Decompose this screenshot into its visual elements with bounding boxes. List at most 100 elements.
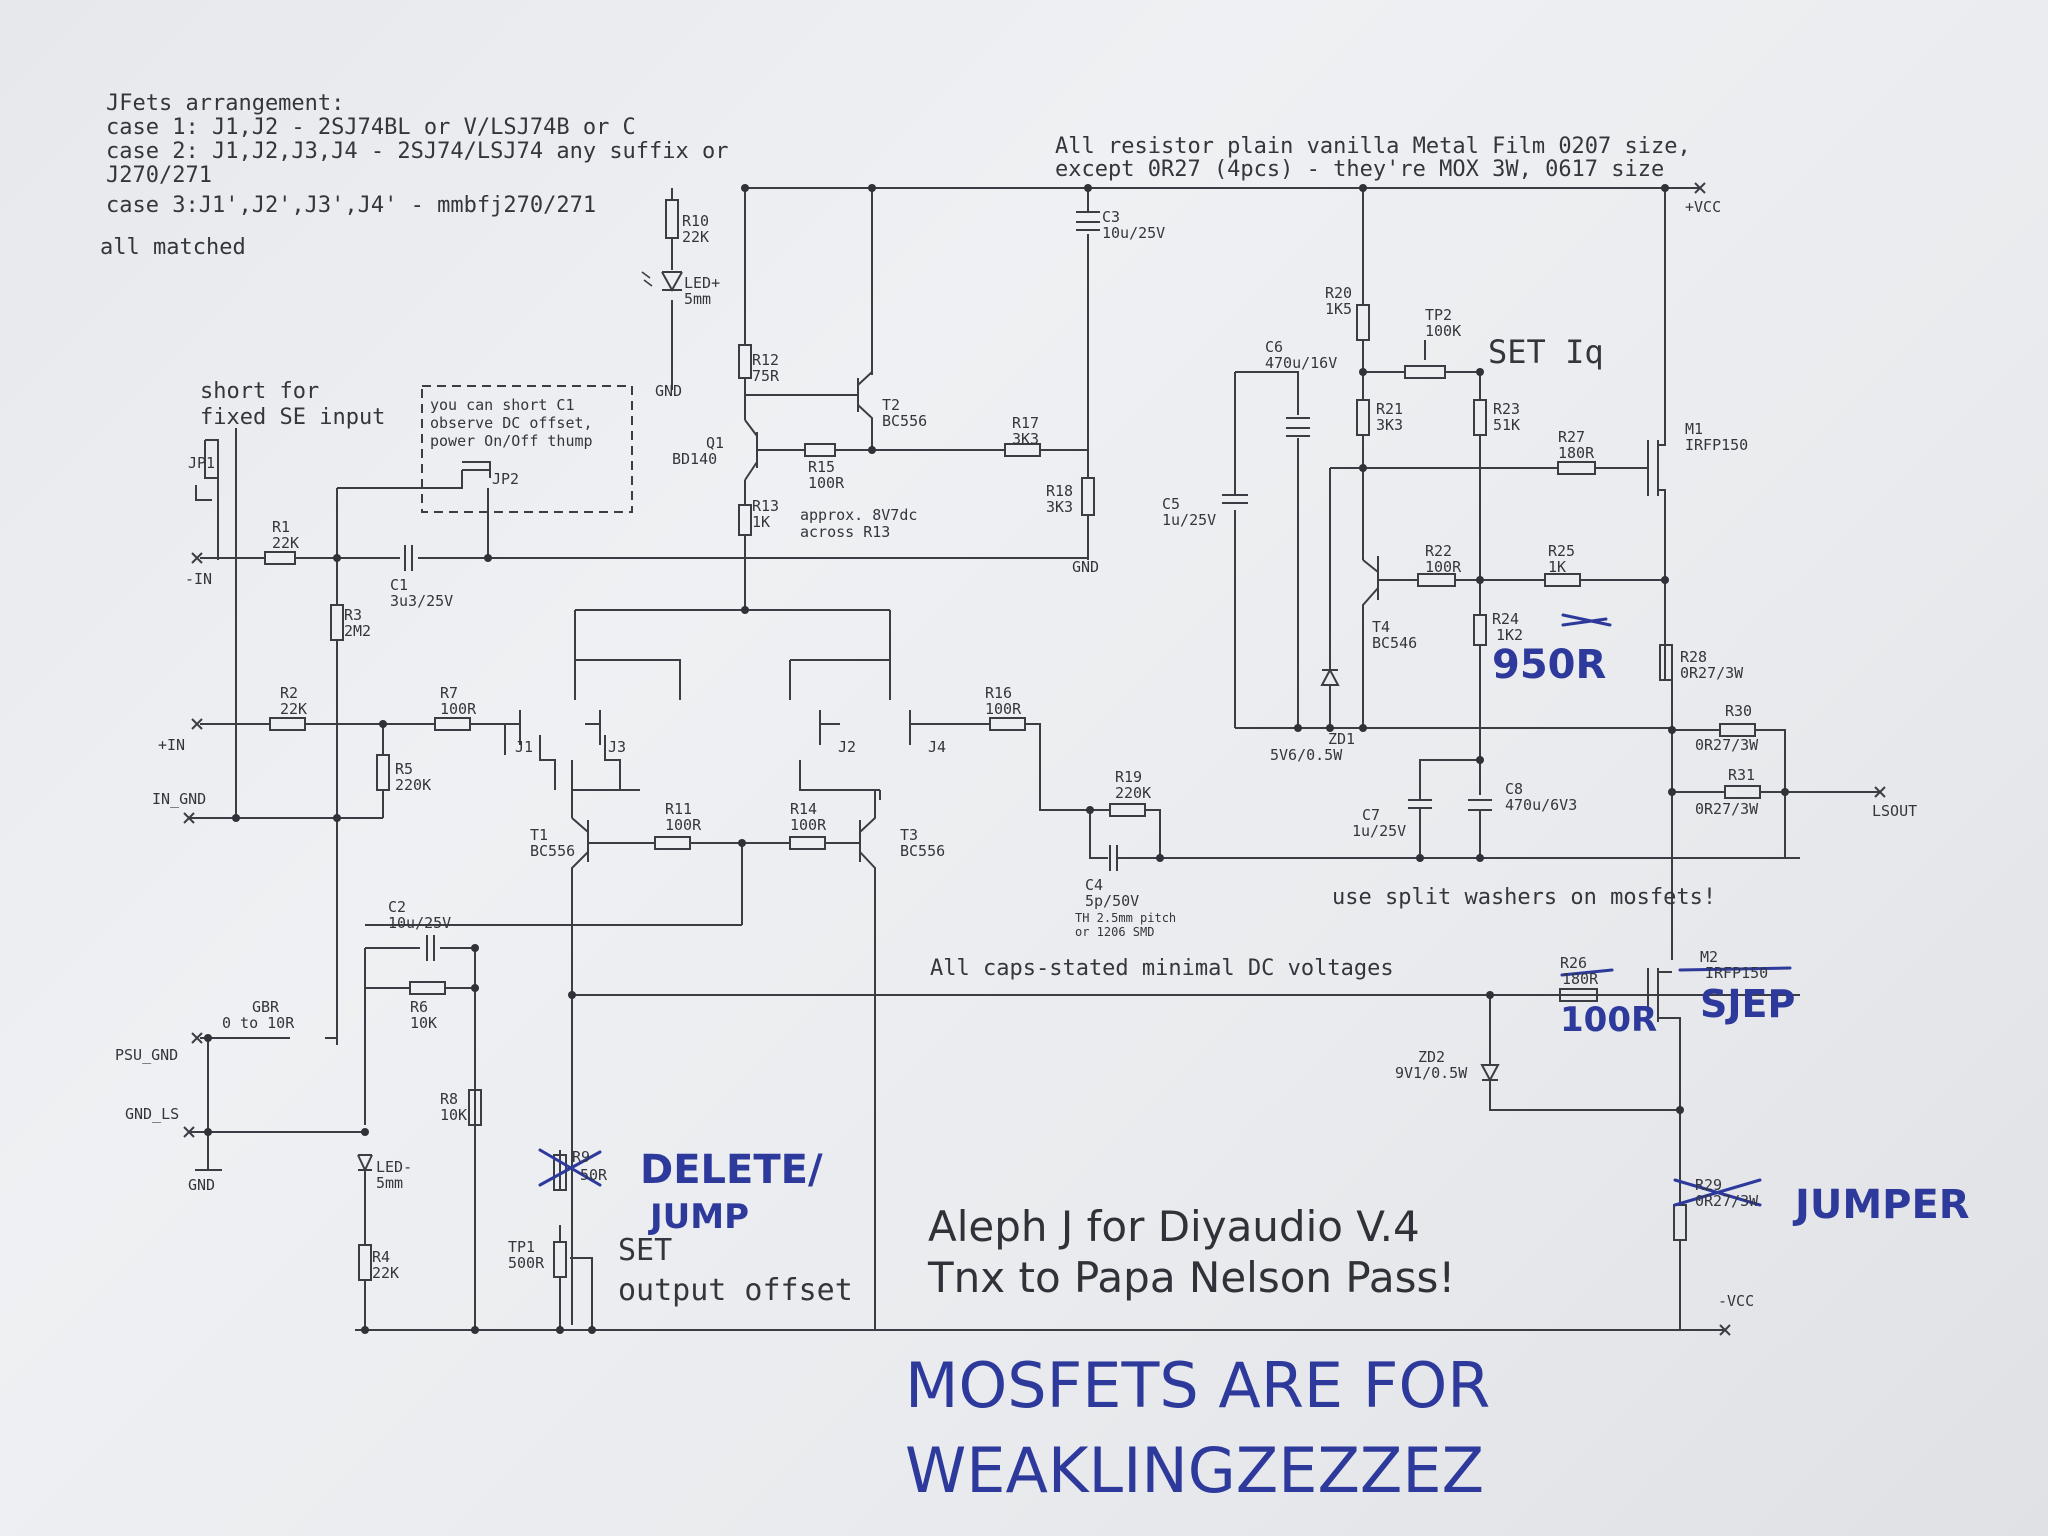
j3-symbol xyxy=(585,710,601,745)
set-offset-label-a: SET xyxy=(618,1233,673,1268)
minus-vcc-terminal xyxy=(1719,1324,1731,1336)
label-j3: J3 xyxy=(608,738,627,756)
jfet-note-case3: case 3:J1',J2',J3',J4' - mmbfj270/271 xyxy=(106,193,597,218)
t3-symbol xyxy=(825,790,876,1330)
psu-gnd-terminal xyxy=(191,1032,203,1044)
j4-symbol xyxy=(909,710,930,745)
note-box xyxy=(421,385,633,513)
r22-body xyxy=(1417,573,1456,587)
label-r31-value: 0R27/3W xyxy=(1695,800,1759,818)
net-psu-gnd: PSU_GND xyxy=(115,1046,179,1064)
label-r30: R30 xyxy=(1725,702,1753,720)
label-zd2: ZD2 xyxy=(1418,1048,1446,1066)
r4-body xyxy=(358,1244,372,1281)
jfet-note-case2a: case 2: J1,J2,J3,J4 - 2SJ74/LSJ74 any su… xyxy=(106,139,729,164)
label-c7: C7 xyxy=(1362,806,1381,824)
label-zd2-value: 9V1/0.5W xyxy=(1395,1064,1468,1082)
net-gnd-3: GND xyxy=(188,1176,216,1194)
box-note-b: observe DC offset, xyxy=(430,414,593,432)
r20-body xyxy=(1356,304,1370,341)
j2-symbol xyxy=(819,710,840,745)
r11-body xyxy=(654,836,691,850)
plus-in-terminal xyxy=(191,718,203,730)
hand-jump: JUMP xyxy=(650,1197,750,1237)
c6-symbol xyxy=(1286,417,1310,437)
label-r24: R24 xyxy=(1492,610,1520,628)
vcc-terminal xyxy=(1694,182,1706,194)
label-r9: R9 xyxy=(572,1148,591,1166)
short-note-a: short for xyxy=(200,379,320,404)
led-minus-symbol xyxy=(357,1154,373,1173)
r26-body xyxy=(1559,988,1598,1002)
label-j4: J4 xyxy=(928,738,947,756)
set-iq-label: SET Iq xyxy=(1488,333,1604,371)
net-vcc-pos: +VCC xyxy=(1685,198,1722,216)
r14-body xyxy=(789,836,826,850)
tp1-body xyxy=(553,1241,567,1278)
label-j2: J2 xyxy=(838,738,857,756)
r23-body xyxy=(1473,399,1487,436)
m1-symbol xyxy=(1647,188,1666,645)
r25-body xyxy=(1544,573,1581,587)
gnd-ls-terminal xyxy=(183,1126,195,1138)
label-zd1-value: 5V6/0.5W xyxy=(1270,746,1343,764)
m2-strike xyxy=(1560,966,1792,977)
label-r29: R29 xyxy=(1695,1176,1723,1194)
j1-symbol xyxy=(505,710,521,745)
q1-symbol xyxy=(744,419,758,481)
label-c7-value: 1u/25V xyxy=(1352,822,1407,840)
net-gnd-2: GND xyxy=(1072,558,1100,576)
zd1-symbol xyxy=(1320,468,1340,728)
label-led-minus: LED-5mm xyxy=(376,1158,413,1192)
label-c4-note-b: or 1206 SMD xyxy=(1075,925,1155,939)
label-q1-value: BD140 xyxy=(672,450,718,468)
r16-body xyxy=(989,717,1026,731)
r29-body xyxy=(1673,1204,1687,1241)
r5-body xyxy=(376,754,390,791)
t2-symbol xyxy=(745,371,873,450)
c5-symbol xyxy=(1222,494,1248,504)
resistor-note-b: except 0R27 (4pcs) - they're MOX 3W, 061… xyxy=(1055,157,1665,182)
r12-body xyxy=(738,344,752,379)
label-r29-value: 0R27/3W xyxy=(1695,1192,1759,1210)
hand-m2-value: SJEP xyxy=(1700,982,1796,1026)
box-note-c: power On/Off thump xyxy=(430,432,593,450)
c3-symbol xyxy=(1076,211,1100,231)
approx-note-b: across R13 xyxy=(800,523,891,541)
title-line-1: Aleph J for Diyaudio V.4 xyxy=(928,1202,1420,1251)
hand-footer-line-2: WEAKLINGZEZZEZ xyxy=(905,1434,1485,1507)
r31-body xyxy=(1724,785,1761,799)
label-m2: M2 xyxy=(1700,948,1719,966)
r7-body xyxy=(434,717,471,731)
jfet-note-case1: case 1: J1,J2 - 2SJ74BL or V/LSJ74B or C xyxy=(106,115,636,140)
c7-symbol xyxy=(1408,799,1432,858)
caps-note: All caps-stated minimal DC voltages xyxy=(930,956,1394,981)
m2-symbol xyxy=(1647,968,1681,1185)
hand-jumper: JUMPER xyxy=(1795,1182,1970,1228)
lsout-terminal xyxy=(1874,786,1886,798)
r1-body xyxy=(264,551,296,565)
r21-body xyxy=(1356,399,1370,436)
